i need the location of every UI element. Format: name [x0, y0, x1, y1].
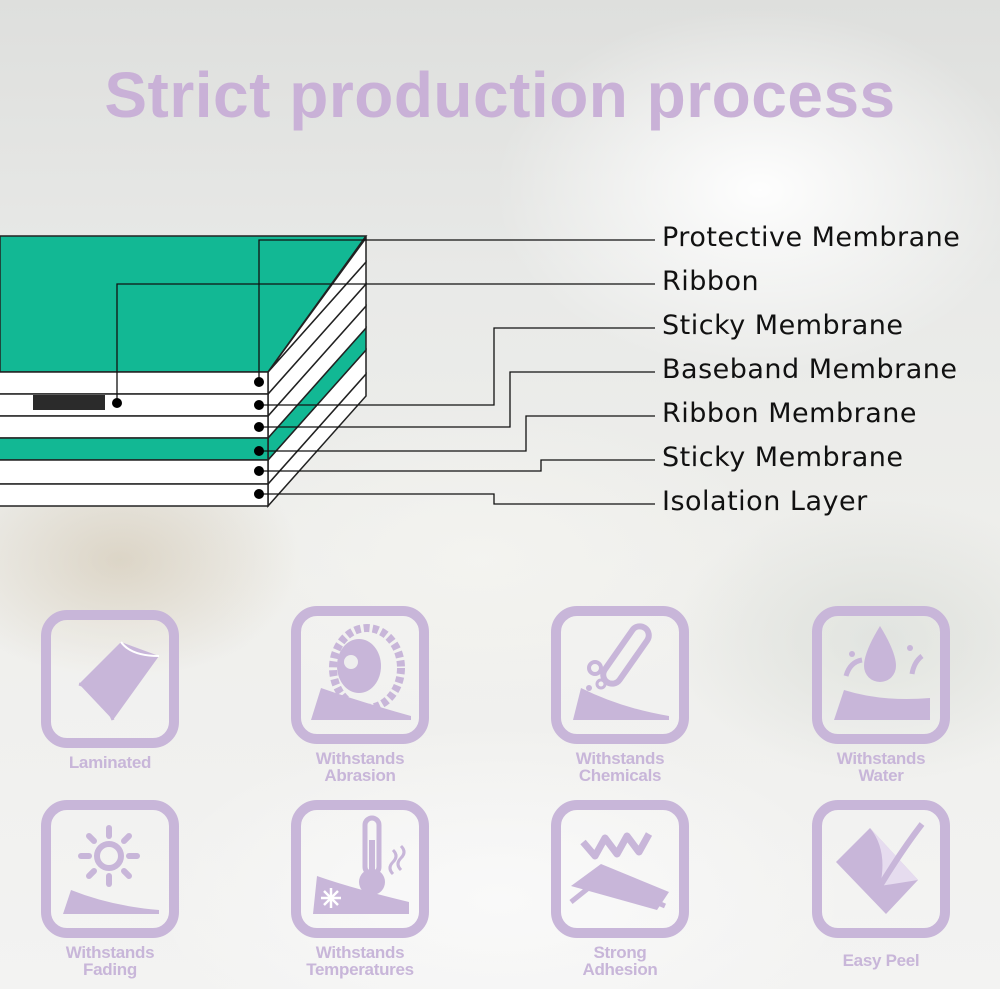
feature-caption-temperatures-1: Withstands — [315, 943, 405, 962]
feature-caption-laminated: Laminated — [68, 753, 152, 772]
feature-easy-peel: Easy Peel — [806, 800, 956, 969]
leader-isolation — [259, 493, 655, 505]
feature-caption-chemicals-1: Withstands — [575, 749, 665, 768]
feature-caption-fading-1: Withstands — [65, 943, 155, 962]
feature-chemicals: Withstands Chemicals — [545, 606, 695, 784]
feature-adhesion: Strong Adhesion — [545, 800, 695, 978]
dot-sticky-2 — [254, 466, 264, 476]
peel-icon — [812, 800, 950, 938]
front-baseband — [0, 415, 269, 439]
feature-abrasion: Withstands Abrasion — [285, 606, 435, 784]
leader-baseband — [259, 371, 655, 428]
feature-caption-chemicals-2: Chemicals — [578, 766, 662, 785]
feature-caption-abrasion-2: Abrasion — [324, 766, 396, 785]
dot-baseband — [254, 422, 264, 432]
layer-label-ribbon: Ribbon — [662, 266, 760, 297]
feature-laminated: Laminated — [35, 610, 185, 771]
laminated-icon — [41, 610, 179, 748]
adhesion-icon — [551, 800, 689, 938]
layer-stack-diagram — [0, 235, 655, 508]
front-ribbon-membrane — [0, 437, 269, 461]
feature-water: Withstands Water — [806, 606, 956, 784]
dot-ribbon-membrane — [254, 446, 264, 456]
layer-label-protective-membrane: Protective Membrane — [662, 222, 961, 253]
feature-caption-water-1: Withstands — [836, 749, 926, 768]
abrasion-icon — [291, 606, 429, 744]
feature-fading: Withstands Fading — [35, 800, 185, 978]
layer-label-ribbon-membrane: Ribbon Membrane — [662, 398, 917, 429]
feature-caption-temperatures-2: Temperatures — [306, 960, 414, 979]
chemicals-icon — [551, 606, 689, 744]
leader-protective — [258, 239, 655, 382]
feature-caption-abrasion-1: Withstands — [315, 749, 405, 768]
dot-sticky-1 — [254, 400, 264, 410]
leader-sticky-1 — [259, 327, 655, 406]
dot-isolation — [254, 489, 264, 499]
water-icon — [812, 606, 950, 744]
leader-ribbon-membrane — [259, 415, 655, 452]
ribbon-piece — [33, 395, 105, 410]
dot-ribbon — [112, 398, 122, 408]
leader-sticky-2 — [259, 459, 655, 472]
feature-caption-adhesion-2: Adhesion — [582, 960, 658, 979]
layer-label-baseband-membrane: Baseband Membrane — [662, 354, 958, 385]
front-isolation — [0, 483, 269, 507]
front-sticky-2 — [0, 459, 269, 485]
front-ribbon — [0, 371, 269, 395]
page-title: Strict production process — [104, 59, 896, 131]
layer-label-sticky-membrane-2: Sticky Membrane — [662, 442, 904, 473]
layer-label-isolation-layer: Isolation Layer — [662, 486, 868, 517]
feature-caption-water-2: Water — [858, 766, 904, 785]
layer-label-sticky-membrane: Sticky Membrane — [662, 310, 904, 341]
leader-ribbon — [116, 283, 655, 403]
dot-protective — [254, 377, 264, 387]
thermometer-icon — [291, 800, 429, 938]
sun-icon — [41, 800, 179, 938]
feature-temperatures: Withstands Temperatures — [285, 800, 435, 978]
feature-caption-adhesion-1: Strong — [593, 943, 647, 962]
feature-caption-fading-2: Fading — [83, 960, 137, 979]
feature-caption-easy-peel: Easy Peel — [842, 951, 920, 970]
